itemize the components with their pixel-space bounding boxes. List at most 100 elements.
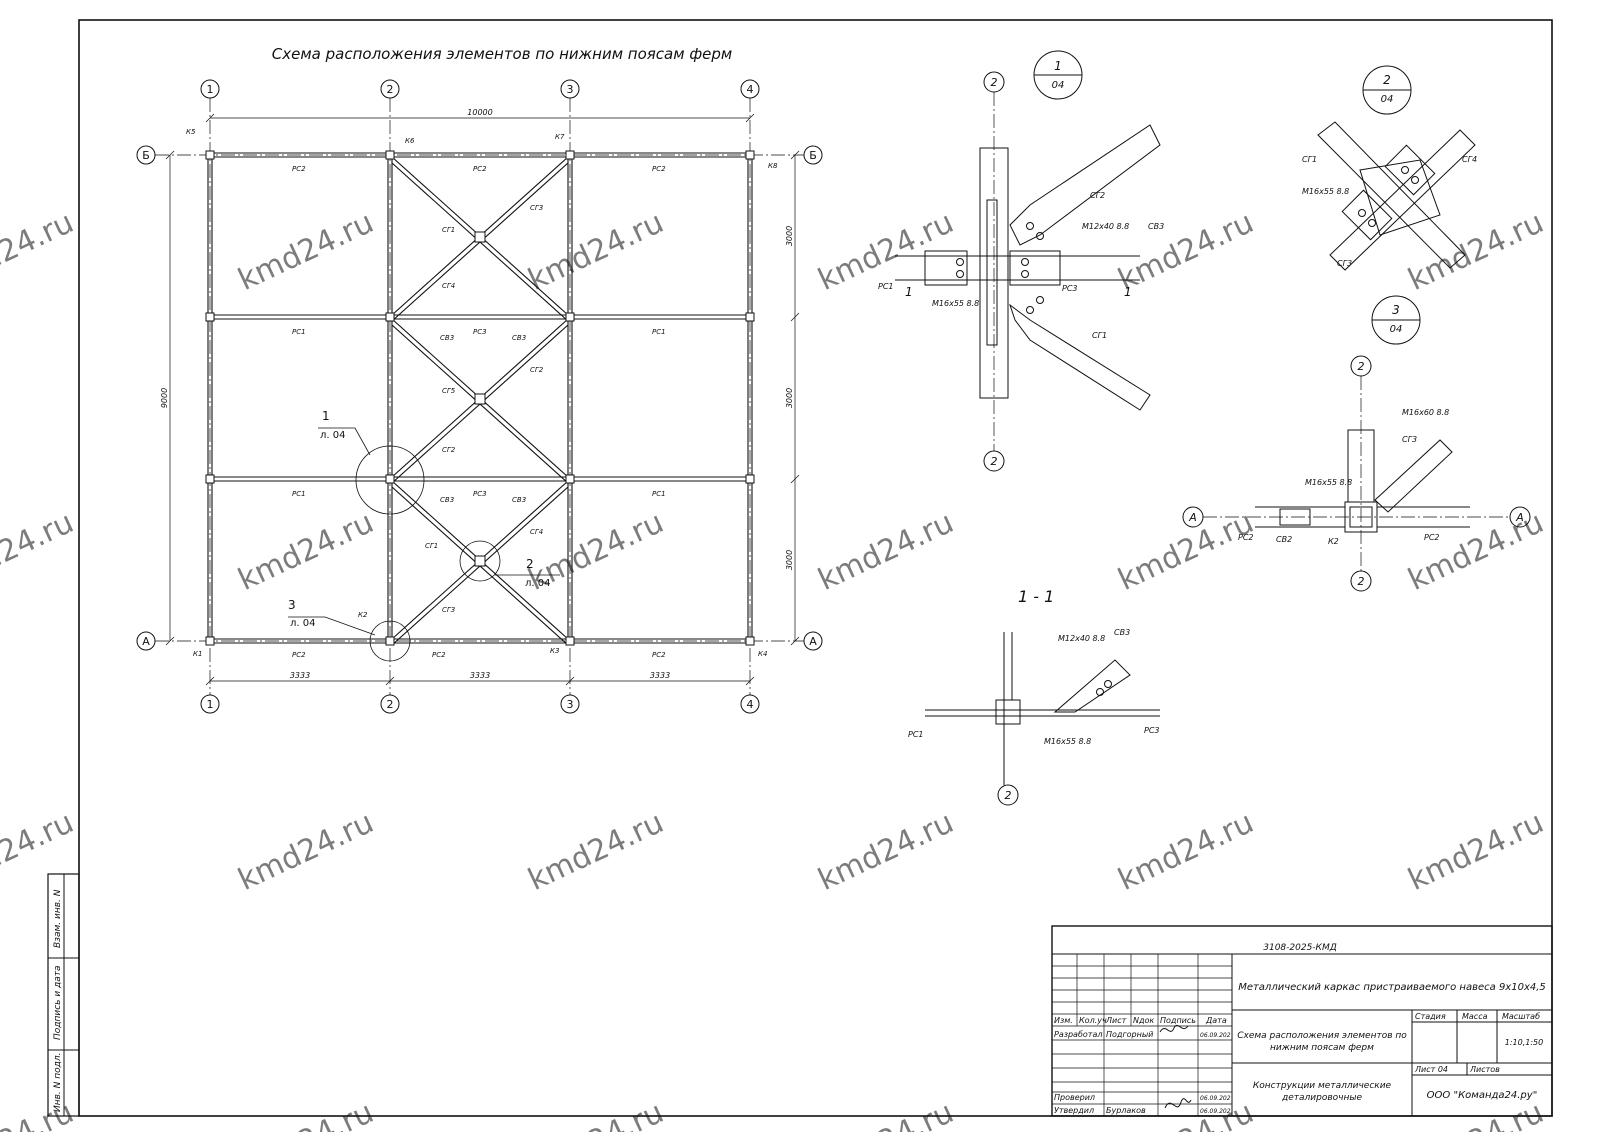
signature-developer <box>1159 1024 1189 1033</box>
svg-text:2: 2 <box>991 76 998 89</box>
svg-text:А: А <box>1515 511 1524 524</box>
svg-text:СВ3: СВ3 <box>512 496 526 504</box>
svg-text:Б: Б <box>809 149 817 162</box>
svg-text:К2: К2 <box>1328 537 1339 546</box>
axis-A-left: А <box>136 631 156 651</box>
framing-plan: 1 2 3 4 1 2 3 4 Б Б А А <box>136 79 823 714</box>
svg-text:СГ1: СГ1 <box>425 542 438 550</box>
callout-3[interactable]: 3 л. 04 <box>288 598 411 662</box>
svg-text:Масса: Масса <box>1462 1012 1488 1021</box>
svg-text:06.09.202: 06.09.202 <box>1200 1095 1231 1102</box>
svg-text:Разработал: Разработал <box>1054 1030 1102 1039</box>
svg-text:04: 04 <box>1381 94 1394 105</box>
svg-text:Nдок: Nдок <box>1133 1016 1154 1025</box>
svg-text:РС3: РС3 <box>473 328 487 336</box>
svg-text:Изм.: Изм. <box>1054 1016 1073 1025</box>
sheet-title: Схема расположения элементов по нижним п… <box>272 45 732 63</box>
watermark-text: kmd24.ru <box>233 805 379 898</box>
svg-text:06.09.202: 06.09.202 <box>1200 1108 1231 1115</box>
svg-text:СГ4: СГ4 <box>530 528 543 536</box>
watermark-text: kmd24.ru <box>0 205 79 298</box>
svg-text:2: 2 <box>1005 789 1012 802</box>
axis-3-bottom: 3 <box>560 694 580 714</box>
svg-text:РС1: РС1 <box>908 730 924 739</box>
svg-text:2: 2 <box>1383 73 1391 87</box>
svg-text:М12х40 8.8: М12х40 8.8 <box>1082 222 1129 231</box>
column-K1: К1 <box>193 650 202 658</box>
svg-text:3: 3 <box>1392 303 1400 317</box>
svg-text:СГ3: СГ3 <box>1402 435 1417 444</box>
svg-text:РС2: РС2 <box>652 651 666 659</box>
column-K5: К5 <box>186 128 196 136</box>
column-K8: К8 <box>768 162 778 170</box>
svg-text:РС1: РС1 <box>652 328 666 336</box>
column-K7: К7 <box>555 133 565 141</box>
svg-text:1:10,1:50: 1:10,1:50 <box>1505 1038 1543 1047</box>
svg-text:СГ2: СГ2 <box>442 446 456 454</box>
svg-text:3: 3 <box>567 698 574 711</box>
svg-text:л. 04: л. 04 <box>525 578 550 589</box>
svg-text:04: 04 <box>1390 324 1403 335</box>
svg-text:СВ3: СВ3 <box>512 334 526 342</box>
svg-text:СГ3: СГ3 <box>442 606 455 614</box>
detail-node-2: 2 04 СГ1 СГ4 М16х55 8.8 СГ3 <box>1302 65 1477 271</box>
svg-text:СВ3: СВ3 <box>440 334 454 342</box>
svg-text:РС1: РС1 <box>292 328 306 336</box>
watermark-text: kmd24.ru <box>813 1095 959 1132</box>
watermark-text: kmd24.ru <box>523 805 669 898</box>
svg-text:СВ3: СВ3 <box>1114 628 1130 637</box>
svg-text:РС2: РС2 <box>292 651 306 659</box>
callout-1[interactable]: 1 л. 04 <box>318 409 425 515</box>
column-K4: К4 <box>758 650 767 658</box>
svg-text:РС3: РС3 <box>473 490 487 498</box>
svg-text:СГ1: СГ1 <box>1092 331 1107 340</box>
dim-total-x: 10000 <box>467 108 492 117</box>
svg-text:л. 04: л. 04 <box>320 430 345 441</box>
svg-text:А: А <box>1188 511 1197 524</box>
svg-text:РС2: РС2 <box>432 651 446 659</box>
detail-node-1: 1 04 2 2 СГ2 М12х40 8.8 СВ3 РС1 М16х55 8… <box>878 50 1164 472</box>
svg-text:2: 2 <box>1358 360 1365 373</box>
svg-text:3333: 3333 <box>470 671 490 680</box>
dim-total-y: 9000 <box>160 388 169 408</box>
svg-text:3333: 3333 <box>650 671 670 680</box>
svg-text:Бурлаков: Бурлаков <box>1106 1106 1146 1115</box>
svg-text:л. 04: л. 04 <box>290 618 315 629</box>
svg-text:1: 1 <box>1054 59 1062 73</box>
svg-text:М12х40 8.8: М12х40 8.8 <box>1058 634 1105 643</box>
svg-text:Подпись: Подпись <box>1160 1016 1196 1025</box>
column-K3: К3 <box>550 647 559 655</box>
svg-text:СГ2: СГ2 <box>530 366 544 374</box>
svg-text:Листов: Листов <box>1469 1065 1500 1074</box>
axis-1-top: 1 <box>200 79 220 99</box>
svg-text:Подгорный: Подгорный <box>1106 1030 1153 1039</box>
watermark-text: kmd24.ru <box>523 205 669 298</box>
section-title: 1 - 1 <box>1018 587 1054 606</box>
watermark-text: kmd24.ru <box>0 505 79 598</box>
svg-text:РС1: РС1 <box>652 490 666 498</box>
svg-text:М16х55 8.8: М16х55 8.8 <box>1044 737 1091 746</box>
svg-text:М16х55 8.8: М16х55 8.8 <box>1302 187 1349 196</box>
axis-4-bottom: 4 <box>740 694 760 714</box>
svg-text:РС2: РС2 <box>473 165 487 173</box>
svg-text:М16х55 8.8: М16х55 8.8 <box>1305 478 1352 487</box>
svg-text:РС2: РС2 <box>292 165 306 173</box>
svg-text:1: 1 <box>207 698 214 711</box>
svg-text:СВ3: СВ3 <box>440 496 454 504</box>
svg-text:РС2: РС2 <box>1424 533 1440 542</box>
stamp-original-inv: Инв. N подл. <box>53 1053 63 1112</box>
watermark-text: kmd24.ru <box>1113 505 1259 598</box>
callout-2[interactable]: 2 л. 04 <box>459 540 560 589</box>
svg-text:СГ5: СГ5 <box>442 387 456 395</box>
axis-4-top: 4 <box>740 79 760 99</box>
svg-text:РС2: РС2 <box>652 165 666 173</box>
column-K2: К2 <box>358 611 368 619</box>
svg-text:1: 1 <box>322 409 330 423</box>
side-stamp: Взам. инв. N Подпись и дата Инв. N подл. <box>47 873 80 1117</box>
detail-node-3: 3 04 2 2 А А М16х60 8.8 СГ3 М16х55 8.8 Р… <box>1182 295 1531 592</box>
svg-text:А: А <box>809 635 817 648</box>
signature-approver <box>1164 1098 1192 1109</box>
svg-text:1: 1 <box>905 285 913 299</box>
svg-text:4: 4 <box>747 698 754 711</box>
